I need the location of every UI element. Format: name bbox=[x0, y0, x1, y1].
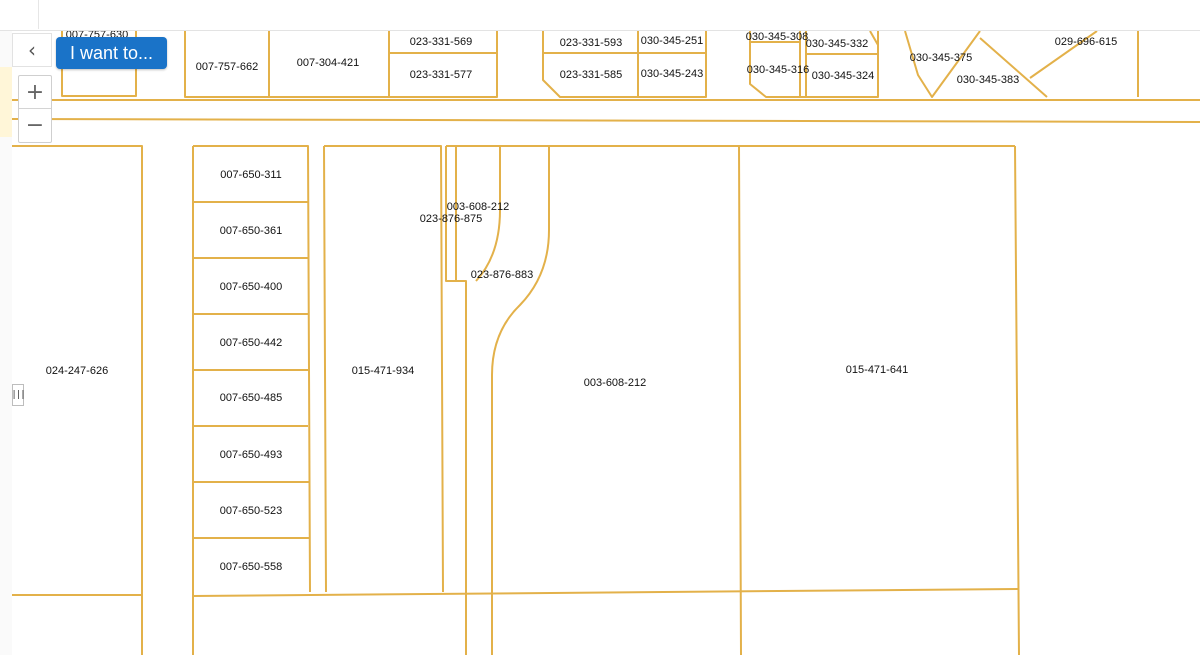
parcel-label[interactable]: 030-345-316 bbox=[747, 64, 809, 76]
parcel-label[interactable]: 015-471-641 bbox=[846, 364, 908, 376]
plus-icon: + bbox=[25, 79, 45, 105]
parcel-label[interactable]: 030-345-375 bbox=[910, 52, 972, 64]
parcel-label[interactable]: 007-650-311 bbox=[220, 169, 282, 181]
panel-resize-handle[interactable]: ||| bbox=[11, 384, 26, 406]
road-edge bbox=[192, 588, 1020, 597]
i-want-to-button[interactable]: I want to... bbox=[56, 37, 167, 69]
zoom-out-button[interactable]: − bbox=[19, 108, 51, 141]
parcel-label[interactable]: 023-331-585 bbox=[560, 69, 622, 81]
zoom-in-button[interactable]: + bbox=[19, 76, 51, 108]
parcel-boundary bbox=[12, 145, 143, 655]
side-panel-highlight bbox=[0, 67, 12, 137]
map-canvas[interactable]: 007-757-630 007-757-662 007-304-421 023-… bbox=[12, 31, 1200, 655]
parcel-boundary bbox=[749, 31, 879, 98]
road-edge bbox=[12, 99, 1200, 123]
parcel-label[interactable]: 023-331-593 bbox=[560, 37, 622, 49]
parcel-label[interactable]: 007-304-421 bbox=[297, 57, 359, 69]
parcel-boundary bbox=[445, 145, 549, 655]
parcel-label[interactable]: 007-650-361 bbox=[220, 225, 282, 237]
parcel-label[interactable]: 030-345-308 bbox=[746, 31, 808, 43]
parcel-label[interactable]: 007-650-493 bbox=[220, 449, 282, 461]
parcel-label[interactable]: 030-345-324 bbox=[812, 70, 874, 82]
top-bar-tab[interactable] bbox=[0, 0, 39, 29]
parcel-label[interactable]: 023-331-577 bbox=[410, 69, 472, 81]
parcel-boundary bbox=[904, 31, 1139, 98]
parcel-label[interactable]: 030-345-383 bbox=[957, 74, 1019, 86]
parcel-boundary bbox=[184, 31, 498, 98]
parcel-label[interactable]: 023-876-883 bbox=[471, 269, 533, 281]
parcel-map[interactable]: 007-757-630 007-757-662 007-304-421 023-… bbox=[12, 31, 1200, 655]
parcel-label[interactable]: 030-345-332 bbox=[806, 38, 868, 50]
parcel-label[interactable]: 023-331-569 bbox=[410, 36, 472, 48]
vertical-grip-icon: ||| bbox=[11, 390, 25, 400]
zoom-control: + − bbox=[18, 75, 52, 143]
parcel-label[interactable]: 007-650-558 bbox=[220, 561, 282, 573]
parcel-label[interactable]: 007-650-485 bbox=[220, 392, 282, 404]
top-bar bbox=[0, 0, 1200, 31]
collapse-panel-button[interactable]: ‹ bbox=[12, 33, 52, 67]
parcel-label[interactable]: 029-696-615 bbox=[1055, 36, 1117, 48]
parcel-label[interactable]: 023-876-875 bbox=[420, 213, 482, 225]
parcel-label[interactable]: 003-608-212 bbox=[584, 377, 646, 389]
parcel-label[interactable]: 007-650-400 bbox=[220, 281, 282, 293]
parcel-boundary bbox=[549, 145, 1020, 655]
parcel-boundary bbox=[323, 145, 444, 593]
minus-icon: − bbox=[25, 112, 45, 138]
parcel-label[interactable]: 030-345-251 bbox=[641, 35, 703, 47]
parcel-label[interactable]: 007-650-523 bbox=[220, 505, 282, 517]
parcel-label[interactable]: 007-757-662 bbox=[196, 61, 258, 73]
parcel-boundary bbox=[192, 145, 311, 655]
parcel-label[interactable]: 003-608-212 bbox=[447, 201, 509, 213]
parcel-boundary bbox=[491, 146, 550, 655]
chevron-left-icon: ‹ bbox=[28, 38, 36, 62]
parcel-label[interactable]: 024-247-626 bbox=[46, 365, 108, 377]
parcel-label[interactable]: 015-471-934 bbox=[352, 365, 414, 377]
parcel-boundary bbox=[542, 31, 707, 98]
parcel-label[interactable]: 007-650-442 bbox=[220, 337, 282, 349]
parcel-label[interactable]: 030-345-243 bbox=[641, 68, 703, 80]
parcel-label[interactable]: 007-757-630 bbox=[66, 31, 128, 41]
